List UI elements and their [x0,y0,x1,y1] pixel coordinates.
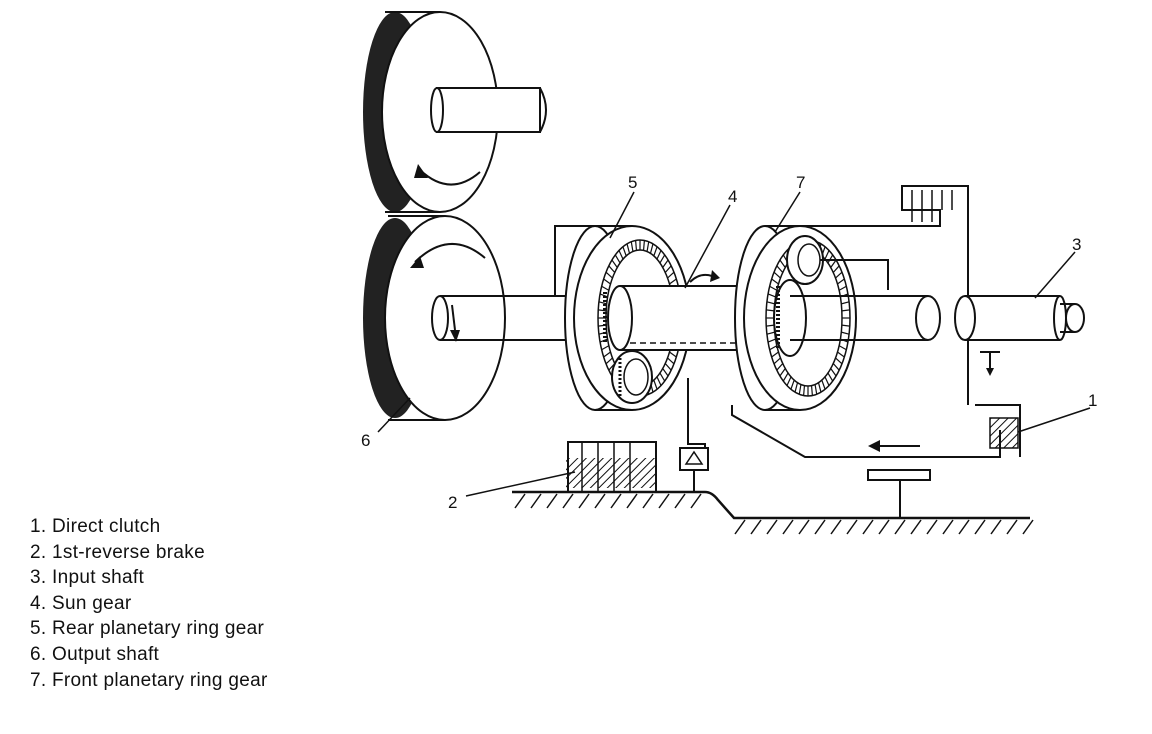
front-sun-teeth [773,279,807,357]
callout-6: 6 [361,431,370,450]
callout-4: 4 [728,187,737,206]
legend-item: 6. Output shaft [30,643,160,665]
callout-1: 1 [1088,391,1097,410]
output-shaft [431,295,580,342]
brake-link [687,378,706,458]
legend-item: 2. 1st-reverse brake [30,541,205,563]
brake-actuator [679,447,709,492]
callout-7: 7 [796,173,805,192]
input-shaft [954,295,1085,376]
callout-5: 5 [628,173,637,192]
front-carrier-bracket [820,259,889,290]
legend-item: 7. Front planetary ring gear [30,669,268,691]
parts-legend: 1. Direct clutch 2. 1st-reverse brake 3.… [30,514,268,693]
sun-gear [603,270,761,351]
legend-item: 3. Input shaft [30,567,145,589]
rear-carrier-bracket [554,225,605,296]
transmission-housing [512,490,1034,535]
legend-item: 5. Rear planetary ring gear [30,618,265,640]
front-planet-pinion [786,235,824,285]
intermediate-shaft [790,295,941,341]
upper-gear [363,11,547,213]
callout-leaders [377,191,1091,497]
callout-3: 3 [1072,235,1081,254]
clutch-drum-top [795,185,969,405]
legend-item: 4. Sun gear [30,592,132,614]
callout-2: 2 [448,493,457,512]
ground-hatch [514,493,1034,535]
rear-planet-pinion [611,350,653,404]
direct-clutch [975,404,1021,457]
first-reverse-brake [566,441,657,493]
clutch-linkage [731,405,1001,518]
legend-item: 1. Direct clutch [30,516,161,537]
